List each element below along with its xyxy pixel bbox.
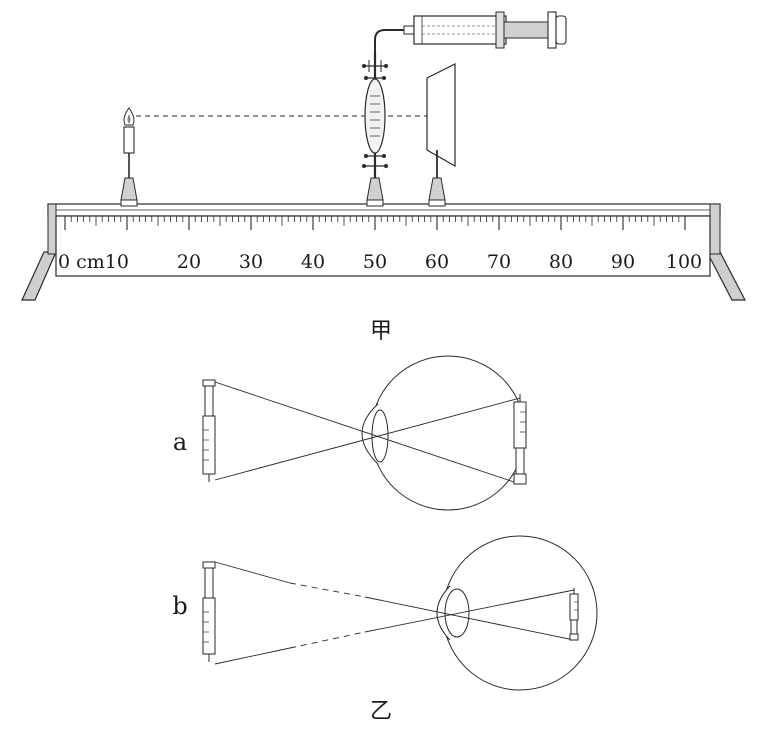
bench-right-leg xyxy=(706,251,746,301)
screen-holder xyxy=(428,177,446,201)
screen xyxy=(426,63,456,207)
bench-left-end xyxy=(47,203,57,255)
scale-label-20: 20 xyxy=(177,251,201,273)
image-pencil-a xyxy=(513,394,527,485)
scale-label-30: 30 xyxy=(239,251,263,273)
scale-label-100: 100 xyxy=(666,251,702,273)
candle xyxy=(120,107,138,207)
lens-holder xyxy=(366,177,384,201)
screen-panel xyxy=(426,63,456,168)
caption-jia: 甲 xyxy=(370,319,392,344)
syringe-plunger xyxy=(503,21,549,39)
object-pencil-b xyxy=(202,561,216,662)
bench-left-leg xyxy=(21,251,57,301)
scale-label-0-10: 0 cm10 xyxy=(58,251,129,273)
eye-diagram-b: b xyxy=(172,535,598,691)
scale-label-40: 40 xyxy=(301,251,325,273)
caption-yi: 乙 xyxy=(370,699,392,724)
bench-right-end xyxy=(709,203,721,255)
eyeball-a xyxy=(370,355,526,511)
water-lens xyxy=(362,52,388,207)
syringe-barrel xyxy=(413,15,507,45)
scale-label-80: 80 xyxy=(549,251,573,273)
ruler-ticks xyxy=(64,216,686,230)
ruler xyxy=(55,215,711,277)
object-pencil-a xyxy=(202,379,216,482)
scale-label-70: 70 xyxy=(487,251,511,273)
scale-label-50: 50 xyxy=(363,251,387,273)
image-pencil-b xyxy=(569,588,579,641)
eye-diagram-a: a xyxy=(173,355,527,511)
candle-body xyxy=(123,126,135,154)
optical-bench: 0 cm10 20 30 40 50 60 70 80 90 100 xyxy=(21,203,746,301)
syringe-tube xyxy=(374,29,412,52)
lens-body xyxy=(364,78,386,154)
label-a: a xyxy=(173,428,187,456)
ruler-labels: 0 cm10 20 30 40 50 60 70 80 90 100 xyxy=(58,251,702,273)
syringe xyxy=(374,11,567,52)
crystalline-lens-b xyxy=(444,588,470,638)
candle-holder xyxy=(120,177,138,201)
scale-label-60: 60 xyxy=(425,251,449,273)
scale-label-90: 90 xyxy=(611,251,635,273)
label-b: b xyxy=(172,592,187,620)
